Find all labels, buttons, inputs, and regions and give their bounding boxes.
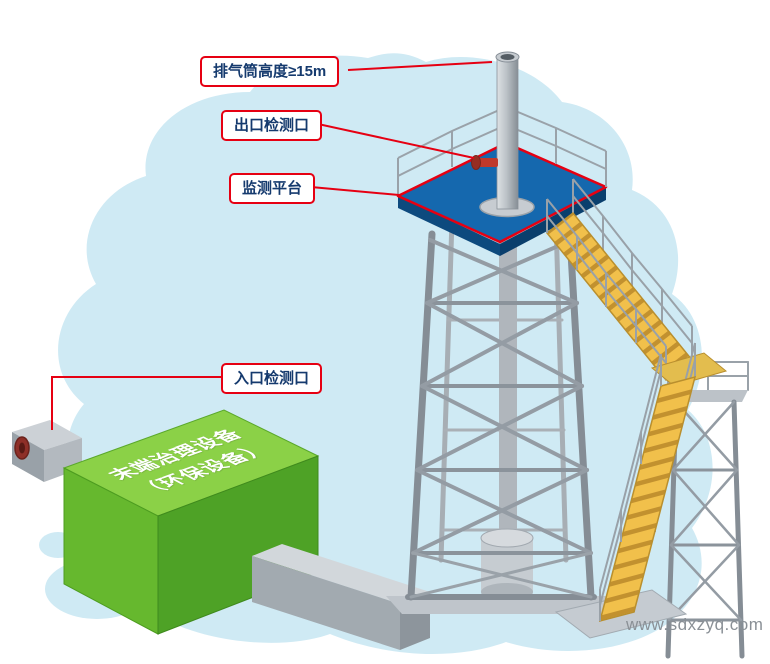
chimney-opening	[500, 54, 515, 60]
treatment-equipment-box	[62, 409, 320, 635]
label-outlet-port: 出口检测口	[221, 110, 323, 141]
staircase-lower	[598, 342, 697, 623]
tower-structure	[386, 208, 616, 614]
chimney	[479, 51, 535, 218]
pointer-stack-height	[347, 61, 493, 71]
outlet-sampling-port	[471, 155, 498, 170]
label-inlet-port: 入口检测口	[221, 363, 323, 394]
pointer-lines	[51, 61, 493, 430]
watermark: www.sdxzyq.com	[626, 615, 764, 634]
tower-foundation	[386, 596, 616, 614]
staircase-upper	[545, 178, 694, 382]
pointer-inlet-port	[51, 376, 223, 430]
pointer-outlet-port	[317, 123, 475, 159]
label-monitoring-platform: 监测平台	[229, 173, 316, 204]
pointer-platform	[310, 186, 400, 196]
chimney-lower	[499, 208, 517, 538]
label-stack-height: 排气筒高度≥15m	[200, 56, 340, 87]
